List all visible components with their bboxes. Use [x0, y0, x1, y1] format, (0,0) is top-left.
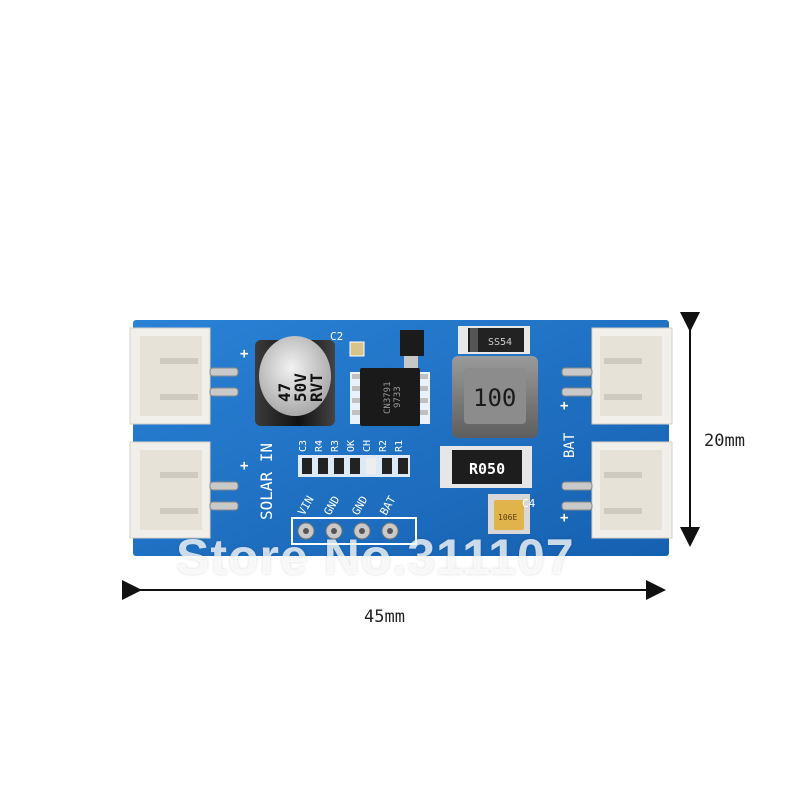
r2-silkscreen: R2	[378, 440, 389, 452]
solar-in-silkscreen: SOLAR IN	[257, 443, 276, 520]
shunt-resistor: R050	[440, 446, 532, 488]
solar-in-connector-bottom	[129, 441, 239, 539]
bat-connector-top	[561, 327, 673, 425]
height-dimension-label: 20mm	[704, 431, 745, 451]
capacitor-voltage-label: 50V	[291, 373, 310, 402]
electrolytic-capacitor: 47 50V RVT	[255, 336, 335, 426]
c2-capacitor	[349, 341, 365, 357]
charger-ic: CN3791 9733	[350, 368, 430, 426]
c2-silkscreen: C2	[330, 330, 343, 343]
small-transistor	[400, 330, 424, 356]
transistor-pad	[404, 356, 418, 368]
ch-silkscreen: CH	[362, 440, 373, 452]
plus-mark-right-top: +	[560, 398, 568, 414]
resistor-marking: R050	[469, 460, 505, 478]
c4-silkscreen: C4	[522, 497, 536, 510]
r4-silkscreen: R4	[314, 440, 325, 452]
tantalum-capacitor: 106E	[488, 494, 530, 534]
schottky-diode: SS54	[458, 326, 530, 354]
plus-mark-right-bottom: +	[560, 510, 568, 526]
power-inductor: 100	[452, 356, 538, 438]
smd-resistor-row	[298, 455, 410, 477]
ok-silkscreen: OK	[346, 440, 357, 452]
diode-marking: SS54	[488, 337, 512, 348]
solar-in-connector-top	[129, 327, 239, 425]
capacitor-value-label: 47	[275, 383, 294, 402]
r1-silkscreen: R1	[394, 440, 405, 452]
pin-header	[291, 517, 417, 545]
tantalum-marking: 106E	[498, 513, 517, 522]
ic-marking: CN3791	[383, 381, 393, 414]
inductor-marking: 100	[473, 384, 516, 412]
plus-mark-left-top: +	[240, 346, 248, 362]
width-dimension-label: 45mm	[364, 607, 405, 627]
ic-code: 9733	[393, 386, 403, 408]
bat-connector-bottom	[561, 441, 673, 539]
store-watermark: Store No.311107	[176, 529, 575, 585]
r3-silkscreen: R3	[330, 440, 341, 452]
capacitor-brand-label: RVT	[307, 373, 326, 402]
plus-mark-left-bottom: +	[240, 458, 248, 474]
bat-silkscreen: BAT	[562, 432, 578, 458]
c3-silkscreen: C3	[298, 440, 309, 452]
